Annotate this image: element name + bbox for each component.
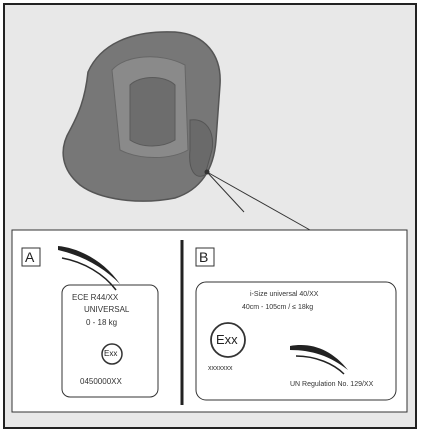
panel-b-letter: B	[199, 249, 208, 265]
panel-a-weight: 0 - 18 kg	[86, 318, 117, 327]
panel-b-approval-code: xxxxxxx	[208, 365, 233, 372]
car-seat-illustration	[63, 32, 220, 201]
callout-line	[207, 172, 310, 230]
panel-a-approval-number: 0450000XX	[80, 377, 122, 386]
panel-b-line1: i-Size universal 40/XX	[250, 291, 318, 298]
panel-a-e-mark-text: Exx	[104, 349, 117, 358]
callout-line	[207, 172, 244, 212]
panel-a-category: UNIVERSAL	[84, 305, 129, 314]
panel-a-letter: A	[25, 249, 34, 265]
panel-a-standard: ECE R44/XX	[72, 293, 118, 302]
panel-b-footer: UN Regulation No. 129/XX	[290, 381, 373, 388]
panel-b-line2: 40cm - 105cm / ≤ 18kg	[242, 304, 313, 311]
panel-b-e-mark-text: Exx	[216, 332, 238, 347]
